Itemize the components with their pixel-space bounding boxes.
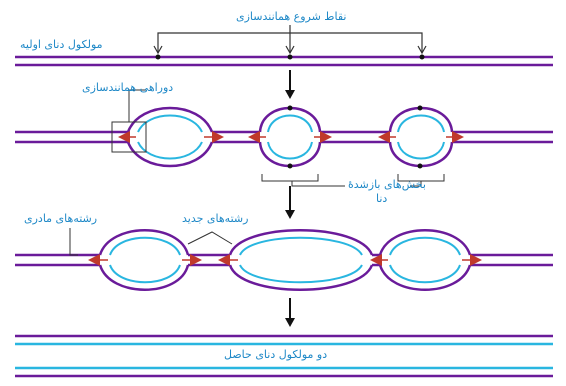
resulting-molecules-label: دو مولکول دنای حاصل	[224, 348, 328, 361]
parent-strands-label: رشته‌های مادری	[24, 212, 98, 225]
resulting-molecule-2	[15, 366, 553, 378]
original-dna-label: مولکول دنای اولیه	[20, 38, 103, 51]
replication-fork-label: دوراهی همانندسازی	[82, 81, 174, 94]
origin-dot-icon	[287, 54, 293, 60]
down-arrow-icon	[285, 70, 295, 99]
origin-dots	[155, 54, 425, 60]
new-strands-label: رشته‌های جدید	[182, 212, 249, 225]
replication-origins-label: نقاط شروع همانندسازی	[236, 10, 347, 23]
resulting-molecule-1	[15, 334, 553, 346]
opened-sections-label-line1: بخش‌های بازشدهٔ	[348, 178, 426, 191]
expanded-bubbles-stage	[15, 228, 553, 291]
origin-dot-icon	[155, 54, 161, 60]
origins-pointer-bracket	[153, 25, 427, 55]
opened-sections-label-line2: دنا	[376, 192, 388, 205]
down-arrow-icon	[285, 298, 295, 327]
bracket-icon	[261, 174, 445, 187]
origin-dot-icon	[419, 54, 425, 60]
replication-bubbles-stage	[15, 89, 553, 187]
down-arrow-icon	[285, 186, 295, 219]
original-dna-molecule	[15, 55, 553, 67]
